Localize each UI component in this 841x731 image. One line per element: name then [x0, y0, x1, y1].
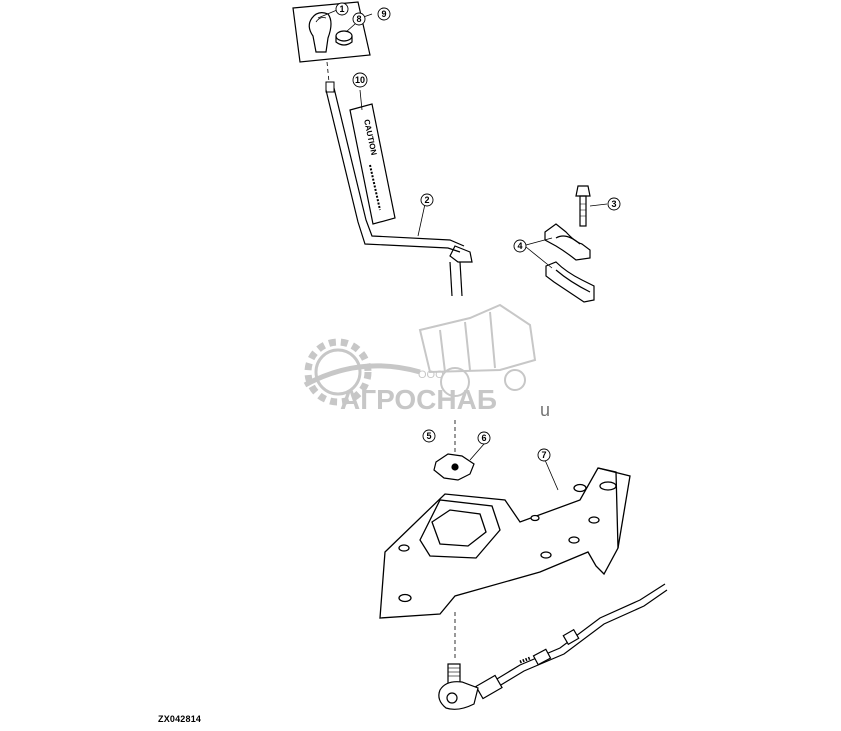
bolt	[575, 185, 591, 227]
svg-text:4: 4	[517, 241, 522, 251]
caution-decal: CAUTION	[349, 103, 396, 225]
svg-text:8: 8	[356, 14, 361, 24]
watermark-prefix: ООО	[418, 369, 444, 381]
figure-code: ZX042814	[158, 714, 202, 724]
shift-knob	[308, 12, 332, 53]
callout-5: 5	[422, 429, 436, 443]
shift-lever	[325, 81, 473, 297]
callout-6: 6	[477, 431, 491, 445]
shift-cable	[475, 583, 668, 700]
svg-text:1: 1	[339, 4, 344, 14]
ball-joint	[438, 663, 479, 710]
gear-icon	[303, 338, 421, 406]
callout-8: 8	[352, 12, 366, 26]
mounting-plate	[379, 467, 631, 619]
svg-text:9: 9	[381, 9, 386, 19]
shift-boot	[433, 453, 475, 481]
callout-9: 9	[377, 7, 391, 21]
svg-text:6: 6	[481, 433, 486, 443]
watermark-suffix: u	[540, 400, 550, 420]
svg-text:7: 7	[541, 450, 546, 460]
watermark: ООО АГРОСНАБ u	[303, 303, 550, 420]
callout-3: 3	[607, 197, 621, 211]
svg-text:10: 10	[355, 75, 365, 85]
knob-kit-card	[292, 1, 371, 63]
callout-2: 2	[420, 193, 434, 207]
clamp-upper	[544, 223, 591, 261]
svg-text:3: 3	[611, 199, 616, 209]
callout-leaders	[317, 9, 608, 491]
watermark-brand: АГРОСНАБ	[340, 384, 497, 415]
callout-1: 1	[335, 2, 349, 16]
harvester-icon	[418, 303, 537, 397]
svg-text:5: 5	[426, 431, 431, 441]
callout-7: 7	[537, 448, 551, 462]
callout-4: 4	[513, 239, 527, 253]
svg-text:2: 2	[424, 195, 429, 205]
callout-10: 10	[352, 72, 368, 88]
clamp-lower	[545, 261, 595, 303]
